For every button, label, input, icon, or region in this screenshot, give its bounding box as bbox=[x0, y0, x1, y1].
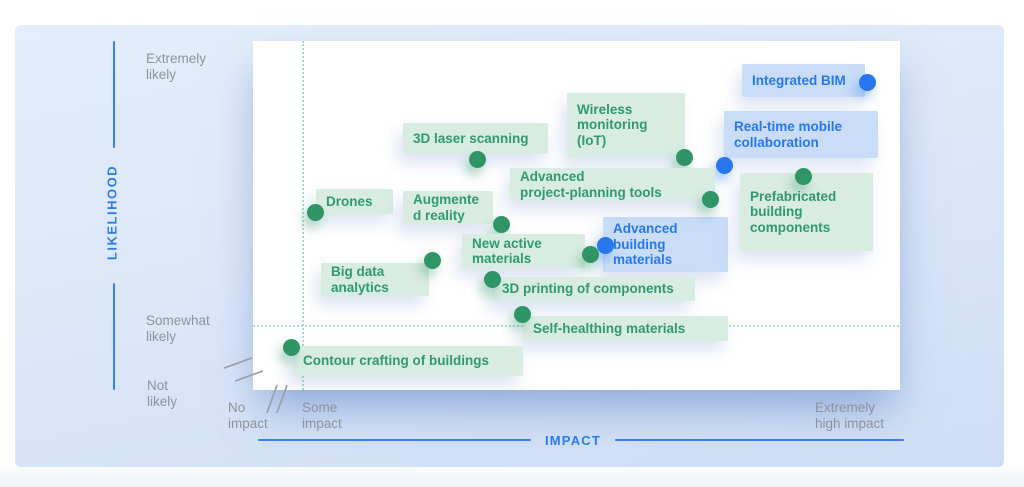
point-label-prefabricated-building-components: Prefabricated building components bbox=[740, 173, 873, 251]
y-tick-extremely-likely: Extremely likely bbox=[146, 51, 207, 82]
x-tick-no-impact: No impact bbox=[228, 400, 268, 431]
point-dot-3d-laser-scanning bbox=[468, 150, 486, 168]
point-label-big-data-analytics: Big data analytics bbox=[321, 263, 429, 296]
point-dot-prefabricated-building-components bbox=[794, 167, 812, 185]
point-label-wireless-monitoring-iot: Wireless monitoring (IoT) bbox=[567, 93, 685, 157]
point-label-augmented-reality: Augmente d reality bbox=[403, 191, 493, 224]
x-tick-some-impact: Some impact bbox=[302, 400, 342, 431]
y-tick-not-likely: Not likely bbox=[147, 378, 178, 409]
point-label-self-healthing-materials: Self-healthing materials bbox=[523, 316, 728, 341]
point-dot-wireless-monitoring-iot bbox=[675, 148, 693, 166]
y-axis-title: LIKELIHOOD bbox=[104, 164, 120, 261]
point-label-advanced-project-planning-tools: Advanced project-planning tools bbox=[510, 168, 715, 201]
point-dot-big-data-analytics bbox=[423, 251, 441, 269]
point-dot-drones bbox=[306, 203, 324, 221]
point-dot-contour-crafting-of-buildings bbox=[282, 338, 300, 356]
x-axis-line-right bbox=[615, 439, 904, 441]
point-label-new-active-materials: New active materials bbox=[462, 234, 585, 268]
y-axis-line-lower bbox=[113, 283, 115, 390]
point-label-drones: Drones bbox=[316, 189, 393, 214]
point-label-advanced-building-materials: Advanced building materials bbox=[603, 217, 728, 272]
x-axis-line-left bbox=[258, 439, 531, 441]
point-dot-3d-printing-of-components bbox=[483, 270, 501, 288]
y-tick-somewhat-likely: Somewhat likely bbox=[146, 313, 210, 344]
point-dot-new-active-materials bbox=[581, 245, 599, 263]
point-dot-augmented-reality bbox=[492, 215, 510, 233]
point-dot-real-time-mobile-collaboration bbox=[715, 156, 733, 174]
point-label-3d-laser-scanning: 3D laser scanning bbox=[403, 123, 548, 154]
point-dot-integrated-bim bbox=[858, 73, 876, 91]
point-label-3d-printing-of-components: 3D printing of components bbox=[492, 277, 695, 301]
point-dot-self-healthing-materials bbox=[513, 305, 531, 323]
y-axis-line-upper bbox=[113, 41, 115, 148]
point-dot-advanced-building-materials bbox=[596, 236, 614, 254]
point-dot-advanced-project-planning-tools bbox=[701, 190, 719, 208]
gridline-some-impact bbox=[302, 41, 304, 390]
point-label-contour-crafting-of-buildings: Contour crafting of buildings bbox=[293, 346, 523, 376]
point-label-integrated-bim: Integrated BIM bbox=[742, 64, 865, 97]
x-tick-extremely-high-impact: Extremely high impact bbox=[815, 400, 885, 431]
point-label-real-time-mobile-collaboration: Real-time mobile collaboration bbox=[724, 111, 878, 158]
x-axis-title: IMPACT bbox=[544, 433, 602, 448]
